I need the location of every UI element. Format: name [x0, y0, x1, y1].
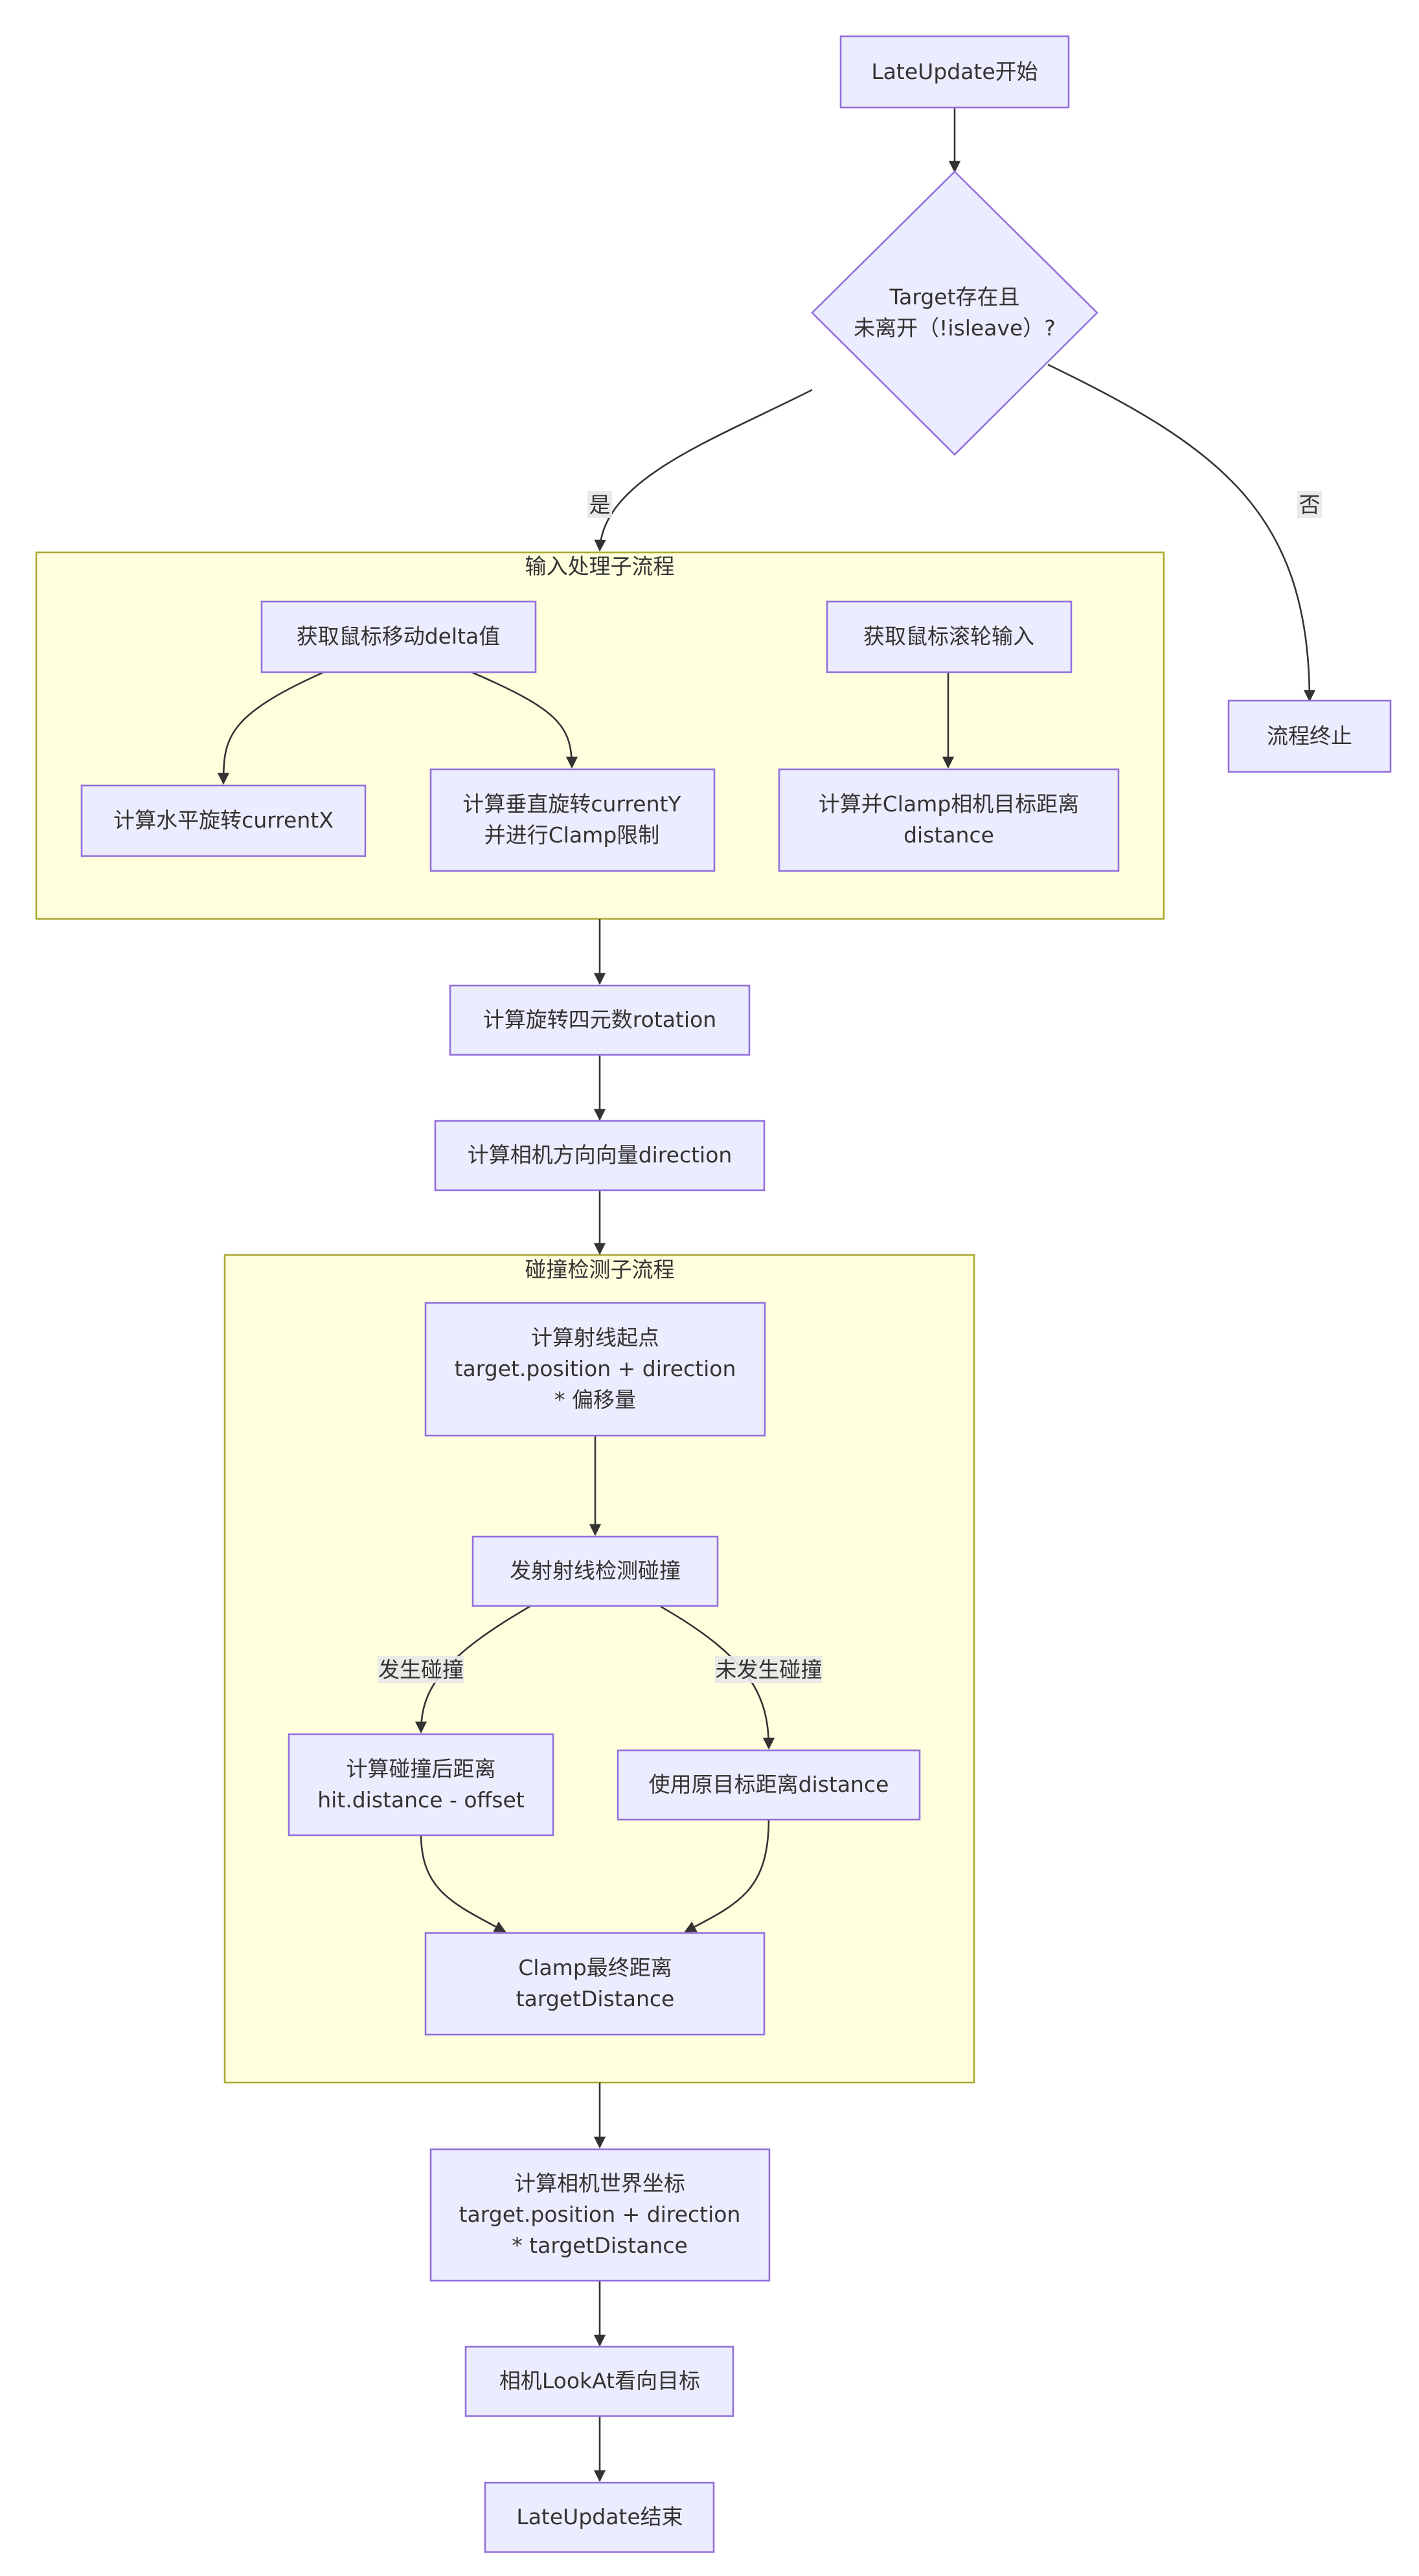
node-label-line: target.position + direction [459, 2202, 741, 2227]
svg-text:发生碰撞: 发生碰撞 [378, 1657, 464, 1682]
node-label-line: 流程终止 [1267, 723, 1352, 749]
svg-text:否: 否 [1299, 492, 1321, 517]
node-label-line: 使用原目标距离distance [649, 1772, 889, 1797]
edge-label-no-hit: 未发生碰撞 [715, 1656, 823, 1683]
node-label-line: hit.distance - offset [317, 1787, 525, 1813]
node-label-line: 未离开（!isleave）? [854, 315, 1056, 341]
svg-text:获取鼠标移动delta值: 获取鼠标移动delta值 [297, 624, 501, 649]
edge-hit-to-clamp [420, 1833, 506, 1933]
node-ray-origin: 计算射线起点 target.position + direction * 偏移量 [424, 1302, 766, 1437]
node-mouse-wheel: 获取鼠标滚轮输入 [826, 600, 1073, 673]
node-start: LateUpdate开始 [839, 35, 1070, 109]
node-direction: 计算相机方向向量direction [434, 1120, 766, 1192]
svg-text:发射射线检测碰撞: 发射射线检测碰撞 [510, 1558, 681, 1583]
node-label-line: 计算水平旋转currentX [113, 808, 334, 833]
edge-decision-to-input [594, 389, 813, 552]
edge-decision-to-terminate [1047, 363, 1316, 702]
node-label-line: * targetDistance [512, 2233, 688, 2258]
node-mouse-delta: 获取鼠标移动delta值 [260, 600, 537, 673]
edge-delta-to-y [471, 671, 578, 769]
node-rotation: 计算旋转四元数rotation [449, 984, 751, 1056]
node-decision: Target存在且未离开（!isleave）? [811, 170, 1098, 456]
node-calc-current-x: 计算水平旋转currentX [80, 784, 367, 857]
svg-text:未发生碰撞: 未发生碰撞 [716, 1657, 823, 1682]
svg-text:Target存在且未离开（!isleave）?: Target存在且未离开（!isleave）? [854, 284, 1056, 341]
edge-label-hit: 发生碰撞 [378, 1656, 464, 1683]
node-label-line: 计算射线起点 [531, 1325, 659, 1350]
node-label-line: target.position + direction [455, 1356, 736, 1381]
node-label-line: LateUpdate开始 [871, 59, 1038, 84]
node-label-line: 获取鼠标滚轮输入 [863, 624, 1034, 649]
nodes: LateUpdate开始 Target存在且未离开（!isleave）? 流程终… [80, 35, 1392, 2553]
node-label-line: * 偏移量 [554, 1387, 636, 1412]
node-raycast: 发射射线检测碰撞 [471, 1535, 719, 1607]
cluster-input-processing-title: 输入处理子流程 [525, 554, 675, 579]
edge-orig-to-clamp [684, 1818, 770, 1933]
node-label-line: Target存在且 [889, 284, 1019, 310]
node-label-line: 获取鼠标移动delta值 [297, 624, 501, 649]
svg-text:使用原目标距离distance: 使用原目标距离distance [649, 1772, 889, 1797]
node-label-line: LateUpdate结束 [516, 2504, 683, 2529]
svg-text:计算旋转四元数rotation: 计算旋转四元数rotation [483, 1007, 716, 1032]
svg-text:获取鼠标滚轮输入: 获取鼠标滚轮输入 [863, 624, 1034, 649]
edge-label-yes: 是 [587, 491, 612, 518]
svg-text:相机LookAt看向目标: 相机LookAt看向目标 [499, 2368, 700, 2393]
svg-text:LateUpdate开始: LateUpdate开始 [871, 59, 1038, 84]
node-label-line: 计算相机世界坐标 [514, 2171, 685, 2196]
svg-text:是: 是 [589, 492, 611, 517]
svg-text:流程终止: 流程终止 [1267, 723, 1352, 749]
node-label-line: 计算碰撞后距离 [346, 1756, 496, 1781]
edge-delta-to-x [217, 671, 324, 785]
svg-text:计算水平旋转currentX: 计算水平旋转currentX [113, 808, 334, 833]
node-label-line: targetDistance [516, 1986, 675, 2011]
cluster-collision-detection-title: 碰撞检测子流程 [525, 1257, 675, 1282]
node-label-line: 发射射线检测碰撞 [510, 1558, 681, 1583]
node-label-line: 计算垂直旋转currentY [462, 791, 681, 817]
node-calc-current-y: 计算垂直旋转currentY 并进行Clamp限制 [429, 768, 716, 872]
svg-text:计算相机方向向量direction: 计算相机方向向量direction [468, 1142, 732, 1168]
node-label-line: 并进行Clamp限制 [484, 822, 660, 848]
node-lookat: 相机LookAt看向目标 [464, 2345, 734, 2417]
node-end: LateUpdate结束 [484, 2481, 715, 2553]
node-calc-distance: 计算并Clamp相机目标距离 distance [778, 768, 1120, 872]
node-hit-distance: 计算碰撞后距离 hit.distance - offset [288, 1733, 554, 1836]
node-label-line: 计算相机方向向量direction [468, 1142, 732, 1168]
node-label-line: 计算并Clamp相机目标距离 [819, 791, 1080, 817]
node-terminate: 流程终止 [1227, 699, 1392, 773]
node-original-distance: 使用原目标距离distance [617, 1749, 921, 1821]
node-label-line: 相机LookAt看向目标 [499, 2368, 700, 2393]
svg-text:LateUpdate结束: LateUpdate结束 [516, 2504, 683, 2529]
node-label-line: Clamp最终距离 [518, 1955, 672, 1980]
node-label-line: distance [903, 822, 994, 848]
node-label-line: 计算旋转四元数rotation [483, 1007, 716, 1032]
edge-label-no: 否 [1297, 491, 1322, 518]
node-clamp-final: Clamp最终距离 targetDistance [424, 1932, 766, 2036]
node-world-position: 计算相机世界坐标 target.position + direction * tar… [429, 2148, 771, 2282]
